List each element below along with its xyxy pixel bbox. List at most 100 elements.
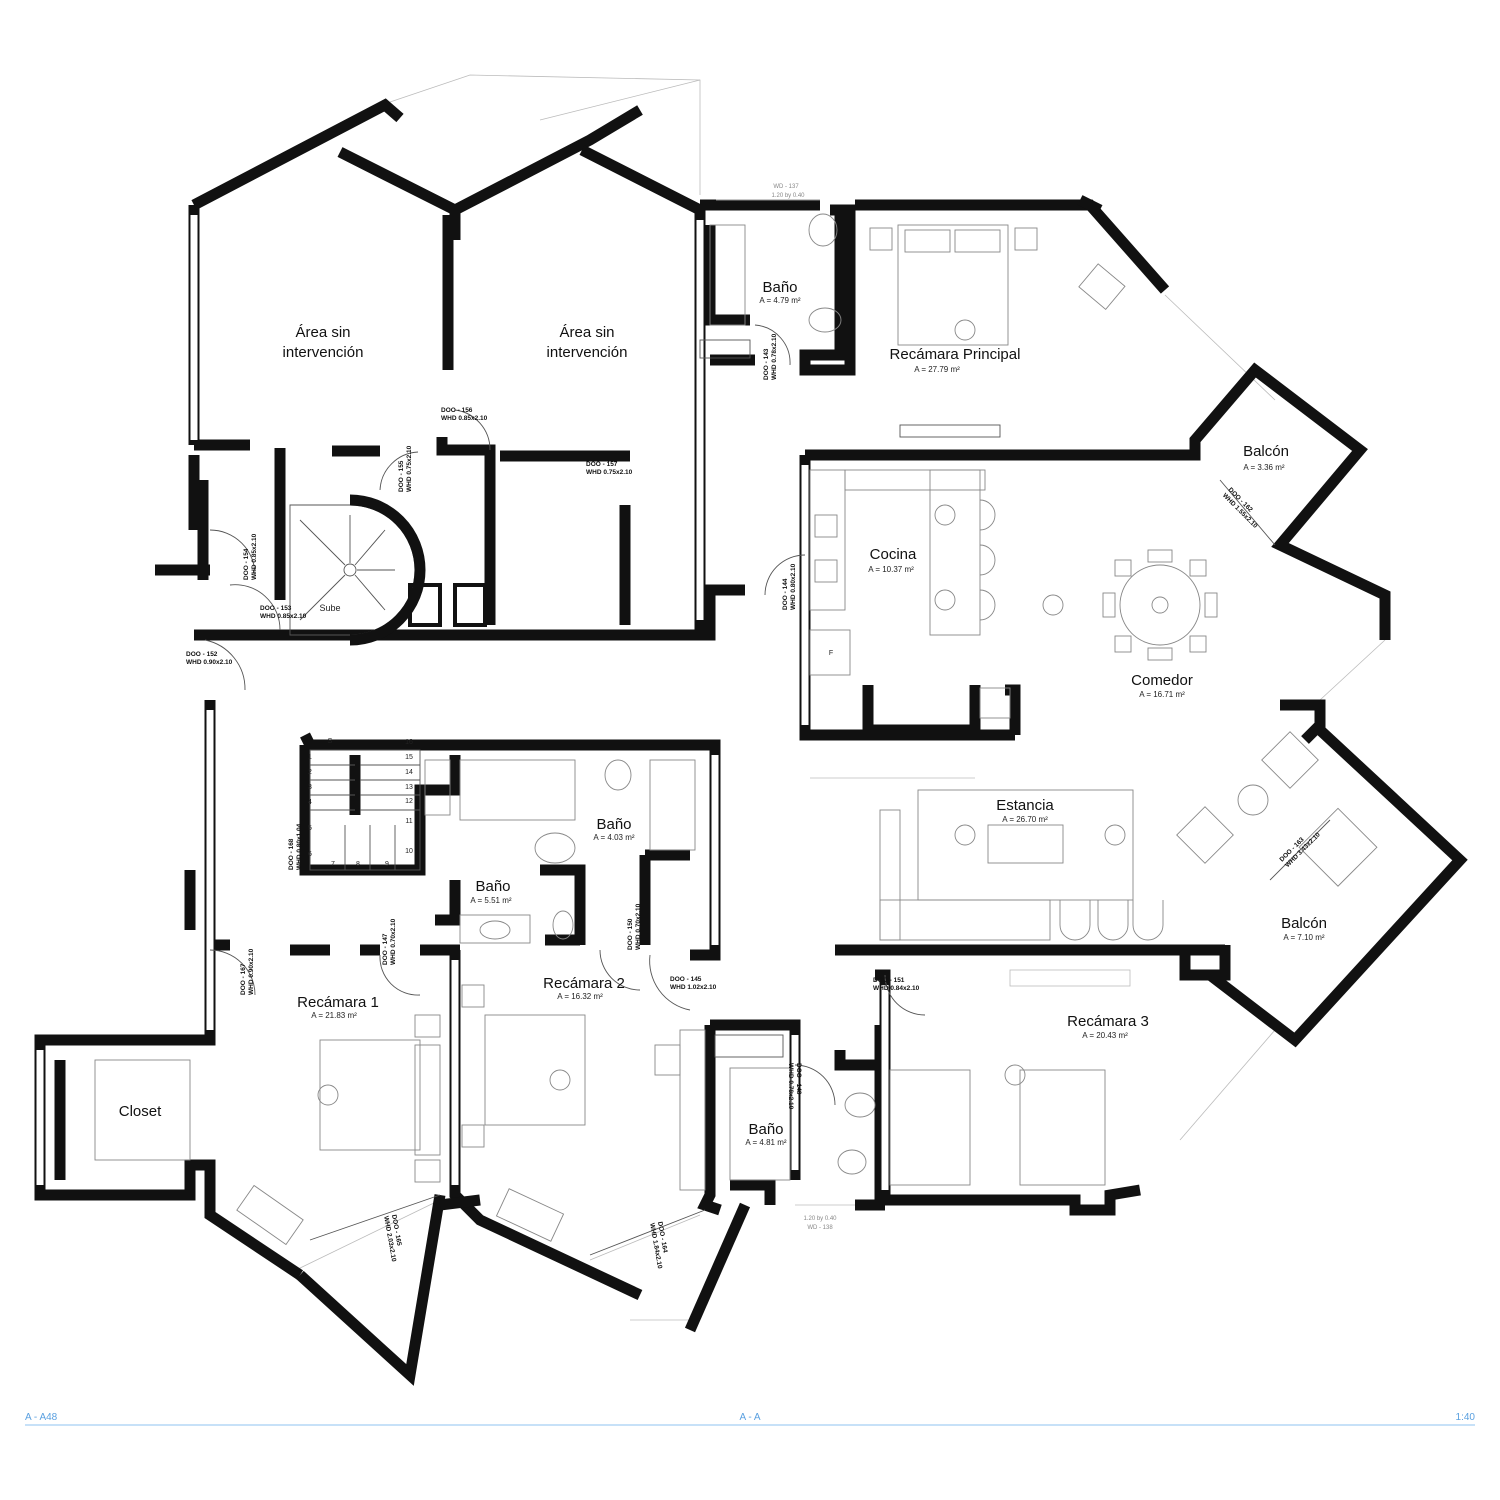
kitchen-counter xyxy=(844,469,986,491)
window-frame xyxy=(699,339,751,359)
chair xyxy=(654,1044,681,1076)
sink xyxy=(552,910,574,940)
dining-chair xyxy=(1147,549,1173,563)
window-id: WD - 138 xyxy=(807,1225,833,1231)
armchair xyxy=(1176,806,1234,864)
step-number: 8 xyxy=(356,861,360,868)
door-tag: DOO - 168 WHD 0.80x1.04 xyxy=(288,823,303,870)
door-id: DOO - 167 xyxy=(240,963,247,995)
sofa xyxy=(879,809,901,941)
door-id: DOO - 152 xyxy=(186,651,218,658)
step-number: 3 xyxy=(308,784,312,791)
door-swing xyxy=(794,1064,836,1106)
door-tag: DOO - 162 WHD 1.55x2.10 xyxy=(1221,486,1259,530)
stair-wall xyxy=(349,494,426,646)
door-whd: WHD 0.90x2.10 xyxy=(248,948,255,995)
door-swing xyxy=(884,974,926,1016)
stool xyxy=(934,504,956,526)
door-swing xyxy=(754,324,791,366)
ceiling-fan xyxy=(549,1069,571,1091)
door-swing xyxy=(309,1194,441,1241)
door-tag: DOO - 147 WHD 0.70x2.10 xyxy=(382,918,397,965)
door-whd: WHD 1.02x2.10 xyxy=(670,984,717,991)
door-swing xyxy=(229,584,281,631)
nightstand xyxy=(869,227,893,251)
door-id: DOO - 168 xyxy=(288,838,295,870)
door-tag: DOO - 152 WHD 0.90x2.10 xyxy=(186,651,233,666)
stair-box xyxy=(453,583,487,627)
step-number: 13 xyxy=(405,784,413,791)
room-area: A = 26.70 m² xyxy=(1002,815,1048,824)
door-swing xyxy=(764,554,806,596)
step-number: 9 xyxy=(385,861,389,868)
stair-post xyxy=(343,563,357,577)
room-name: Closet xyxy=(119,1103,162,1120)
window-frame xyxy=(1009,969,1131,987)
room-name: Estancia xyxy=(996,797,1054,814)
door-tag: DOO - 157 WHD 0.75x2.10 xyxy=(586,461,633,476)
stool xyxy=(934,589,956,611)
door-tag: DOO - 163 WHD 3.43x2.10 xyxy=(1278,831,1322,869)
section-label: A - A xyxy=(739,1412,760,1423)
title-bar: A - A48 A - A 1:40 xyxy=(25,1412,1475,1426)
door-tag: DOO - 155 WHD 0.75x2.10 xyxy=(398,445,413,492)
ceiling-fan xyxy=(954,319,976,341)
sink xyxy=(814,559,838,583)
door-tag: DOO - 148 WHD 0.78x2.10 xyxy=(787,1063,802,1110)
room-name: Recámara 3 xyxy=(1067,1013,1149,1030)
door-tag: DOO - 154 WHD 0.85x2.10 xyxy=(243,533,258,580)
rug xyxy=(917,789,1134,901)
stove xyxy=(814,514,838,538)
stair-treads xyxy=(310,764,420,870)
room-area: A = 10.37 m² xyxy=(868,565,914,574)
door-whd: WHD 0.70x2.10 xyxy=(390,918,397,965)
door-id: DOO - 144 xyxy=(782,578,789,610)
nightstand xyxy=(461,1124,485,1148)
door-tag: DOO - 143 WHD 0.78x2.10 xyxy=(763,333,778,380)
headboard xyxy=(414,1044,441,1156)
step-number: 10 xyxy=(405,848,413,855)
step-number: 6 xyxy=(308,851,312,858)
vanity xyxy=(459,914,531,944)
step-number: 4 xyxy=(308,799,312,806)
dining-chair xyxy=(1147,647,1173,661)
door-swing xyxy=(589,1209,706,1256)
room-area: A = 5.51 m² xyxy=(470,896,511,905)
door-swing xyxy=(1219,479,1276,546)
shower xyxy=(709,224,746,326)
shower xyxy=(649,759,696,851)
bed xyxy=(484,1014,586,1126)
room-name: Baño xyxy=(762,279,797,296)
room-area: A = 3.36 m² xyxy=(1243,463,1284,472)
window-frame xyxy=(899,424,1001,438)
step-number: 11 xyxy=(405,818,412,825)
door-tag: DOO - 165 WHD 2.03x2.10 xyxy=(382,1214,402,1263)
stair-treads xyxy=(299,515,395,621)
door-whd: WHD 0.75x2.10 xyxy=(406,445,413,492)
spiral-stair xyxy=(289,494,487,646)
fridge-label: F xyxy=(829,650,833,657)
dining-chair xyxy=(1102,592,1116,618)
room-name: Balcón xyxy=(1243,443,1289,460)
walls xyxy=(34,98,1468,1386)
dining-chair xyxy=(1114,559,1132,577)
room-name: Baño xyxy=(596,816,631,833)
window-id: WD - 137 xyxy=(773,184,799,190)
room-area: A = 16.32 m² xyxy=(557,992,603,1001)
shower xyxy=(424,759,451,816)
room-area: A = 4.81 m² xyxy=(745,1138,786,1147)
bathtub xyxy=(459,759,576,821)
shower xyxy=(729,1067,791,1181)
door-id: DOO - 156 xyxy=(441,407,473,414)
stair-marker: S xyxy=(328,738,333,745)
door-whd: WHD 0.80x2.10 xyxy=(790,563,797,610)
sink xyxy=(844,1092,876,1118)
room-name: Cocina xyxy=(870,546,917,563)
window-size: 1.20 by 0.40 xyxy=(803,1216,837,1222)
nightstand xyxy=(461,984,485,1008)
door-whd: WHD 0.70x2.10 xyxy=(635,903,642,950)
door-id: DOO - 155 xyxy=(398,460,405,492)
